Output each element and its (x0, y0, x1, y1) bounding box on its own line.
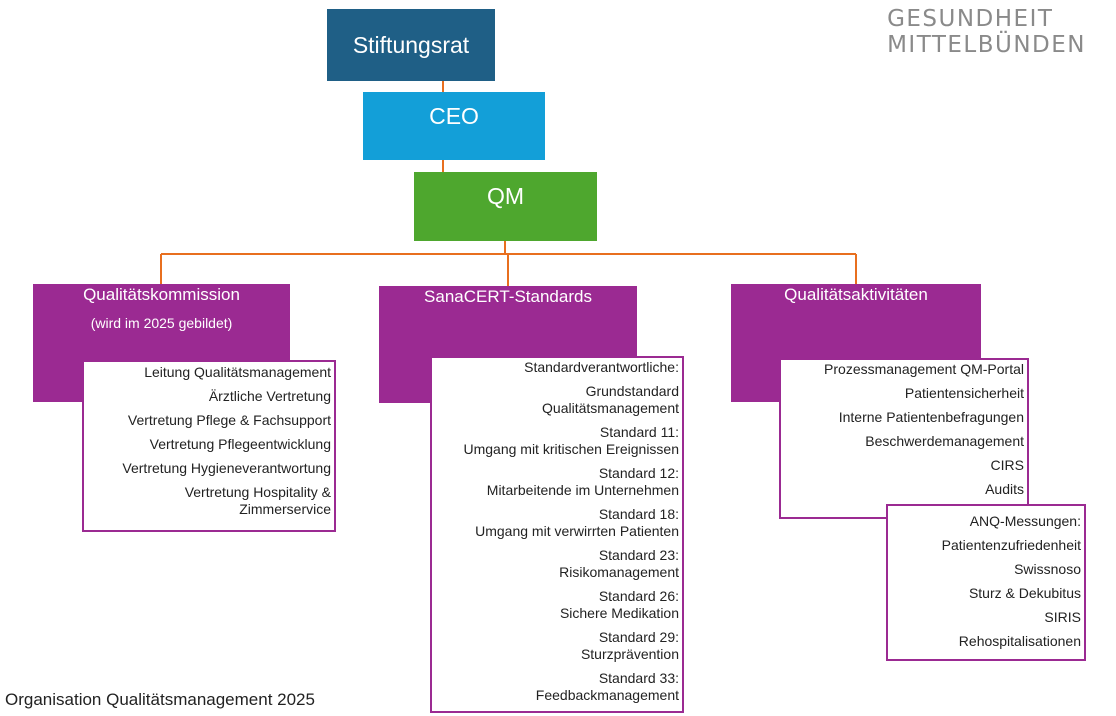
qualitaetskommission-title: Qualitätskommission (83, 285, 240, 304)
anq-list: ANQ-Messungen: Patientenzufriedenheit Sw… (886, 504, 1086, 661)
logo-line-1: GESUNDHEIT (887, 6, 1054, 32)
anq-heading: ANQ-Messungen: (969, 513, 1081, 529)
list-item: Standard 12: Mitarbeitende im Unternehme… (486, 465, 679, 498)
caption: Organisation Qualitätsmanagement 2025 (5, 690, 315, 709)
list-item: Beschwerdemanagement (865, 433, 1024, 449)
list-item: Audits (985, 481, 1024, 497)
list-item: Swissnoso (1014, 561, 1081, 577)
list-item: Standard 26: Sichere Medikation (559, 588, 679, 621)
list-item: SIRIS (1044, 609, 1081, 625)
stiftungsrat-label: Stiftungsrat (352, 31, 470, 58)
list-item: Vertretung Hygieneverantwortung (122, 460, 331, 476)
list-item: Patientensicherheit (904, 385, 1024, 401)
sanacert-list: Standardverantwortliche: Grundstandard Q… (430, 356, 684, 713)
list-item: Leitung Qualitätsmanagement (144, 364, 331, 380)
list-item: Vertretung Pflegeentwicklung (149, 436, 331, 452)
qm-label: QM (486, 183, 525, 209)
list-item: Prozessmanagement QM-Portal (824, 361, 1024, 377)
ceo-box: CEO (363, 92, 545, 160)
sanacert-heading: Standardverantwortliche: (524, 359, 679, 375)
aktivitaeten-title: Qualitätsaktivitäten (784, 285, 928, 304)
list-item: Vertretung Pflege & Fachsupport (127, 412, 331, 428)
stiftungsrat-box: Stiftungsrat (327, 9, 495, 81)
list-item: Standard 18: Umgang mit verwirrten Patie… (475, 506, 679, 539)
list-item: Standard 23: Risikomanagement (559, 547, 679, 580)
list-item: Rehospitalisationen (958, 633, 1081, 649)
list-item: Ärztliche Vertretung (208, 388, 331, 404)
list-item: CIRS (990, 457, 1024, 473)
sanacert-title: SanaCERT-Standards (424, 287, 592, 306)
list-item: Interne Patientenbefragungen (838, 409, 1024, 425)
list-item: Vertretung Hospitality & Zimmerservice (184, 484, 331, 517)
list-item: Patientenzufriedenheit (941, 537, 1081, 553)
list-item: Standard 33: Feedbackmanagement (535, 670, 679, 703)
ceo-label: CEO (429, 102, 479, 129)
list-item: Sturz & Dekubitus (968, 585, 1081, 601)
list-item: Standard 29: Sturzprävention (580, 629, 679, 662)
qualitaetskommission-list: Leitung Qualitätsmanagement Ärztliche Ve… (82, 360, 336, 532)
logo-line-2: MITTELBÜNDEN (887, 32, 1086, 58)
list-item: Standard 11: Umgang mit kritischen Ereig… (463, 424, 679, 457)
qm-box: QM (414, 172, 597, 241)
qualitaetskommission-subtitle: (wird im 2025 gebildet) (90, 315, 233, 331)
list-item: Grundstandard Qualitätsmanagement (542, 383, 679, 416)
aktivitaeten-list: Prozessmanagement QM-Portal Patientensic… (779, 358, 1029, 519)
logo: GESUNDHEIT MITTELBÜNDEN (887, 6, 1086, 58)
